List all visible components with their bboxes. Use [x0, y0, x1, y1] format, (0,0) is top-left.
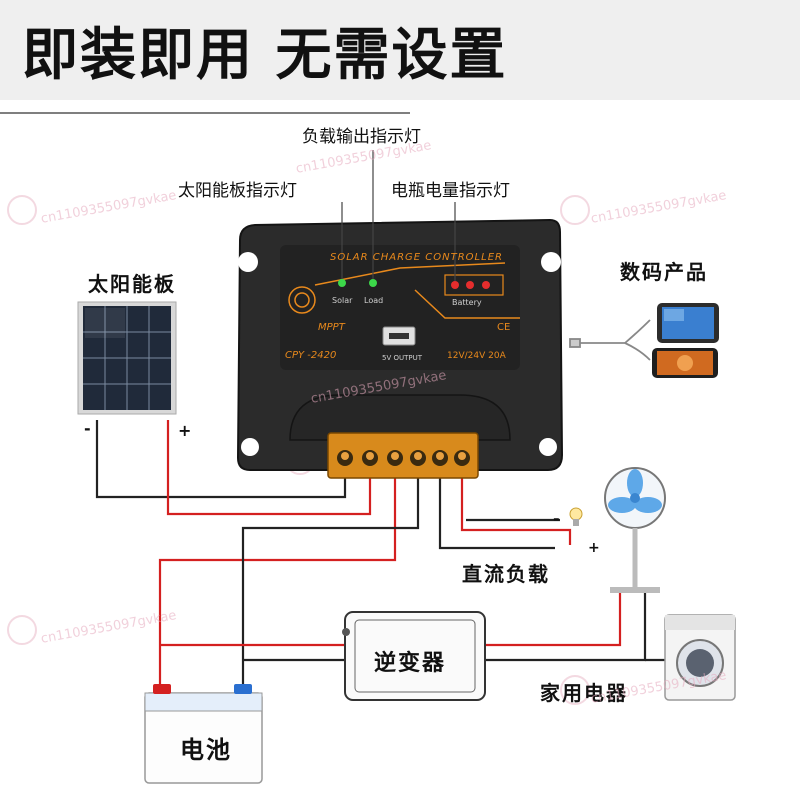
charge-controller [236, 218, 564, 479]
digital-products-label: 数码产品 [620, 260, 708, 284]
watermark-icon [7, 615, 37, 645]
battery-level-indicator-label: 电瓶电量指示灯 [391, 181, 510, 201]
solar-led [338, 279, 346, 287]
inverter-ac-red-wire [485, 590, 622, 647]
page-title: 即装即用 无需设置 [22, 23, 508, 88]
inverter-label: 逆变器 [374, 651, 447, 676]
wires [95, 420, 665, 688]
solar-plus-mark: + [178, 421, 191, 440]
solar-led-label: Solar [332, 296, 353, 305]
fan-icon [604, 467, 666, 593]
battery-positive-wire [158, 465, 397, 688]
battery-negative-wire [241, 465, 420, 688]
watermark-icon [560, 675, 590, 705]
sun-logo [288, 286, 316, 314]
phone-icon [652, 348, 718, 378]
solar-panel-indicator-label: 太阳能板指示灯 [178, 181, 297, 201]
solar-panel-label: 太阳能板 [88, 272, 176, 296]
battery-led-2 [466, 281, 474, 289]
usb-output-label: 5V OUTPUT [382, 354, 423, 362]
dc-load-red-wire [460, 465, 572, 545]
usb-cable [569, 319, 651, 361]
brand-label: MPPT [318, 322, 346, 333]
battery-led-label: Battery [452, 298, 482, 307]
home-appliances-label: 家用电器 [540, 681, 628, 705]
inverter-box [342, 611, 486, 701]
title-banner: 即装即用 无需设置 [0, 0, 800, 100]
battery-label: 电池 [180, 736, 232, 764]
battery-led-1 [451, 281, 459, 289]
bulb-icon [569, 507, 583, 526]
solar-negative-wire [95, 420, 347, 499]
watermark-icon [7, 195, 37, 225]
banner-divider [0, 112, 410, 114]
dc-load-label: 直流负载 [462, 562, 550, 586]
dc-load-black-wire [438, 465, 555, 550]
washing-machine-icon [664, 614, 736, 701]
watermark-icon [560, 195, 590, 225]
solar-panel [77, 301, 177, 415]
load-minus-mark: - [553, 509, 560, 528]
load-output-indicator-label: 负载输出指示灯 [302, 127, 421, 147]
load-led-label: Load [364, 296, 383, 305]
callout-lines [341, 150, 456, 281]
model-label: CPY -2420 [285, 350, 336, 361]
solar-minus-mark: - [84, 419, 91, 438]
load-led [369, 279, 377, 287]
solar-positive-wire [166, 420, 372, 516]
load-plus-mark: + [588, 540, 600, 556]
tablet-icon [657, 303, 719, 343]
rating-label: 12V/24V 20A [447, 351, 507, 361]
controller-header: SOLAR CHARGE CONTROLLER [330, 252, 503, 263]
status-leds [338, 279, 490, 289]
battery-icon [144, 684, 263, 784]
ce-mark: CE [497, 322, 510, 333]
battery-led-3 [482, 281, 490, 289]
